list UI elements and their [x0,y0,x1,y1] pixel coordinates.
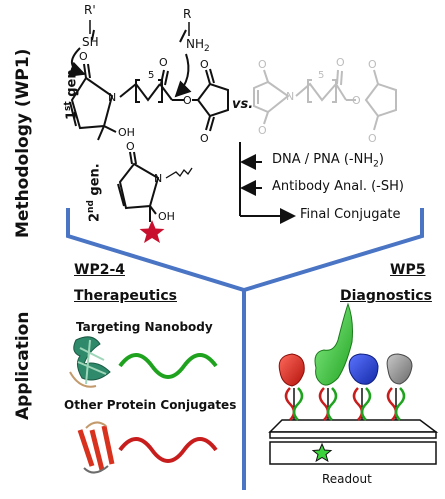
gen2-carbonyl-o: O [126,140,135,153]
readout-star-icon [311,442,333,463]
gen1-carbonyl-o: O [79,50,88,63]
gen2-oh: OH [158,210,175,223]
maleimide-bridge-o: O [352,94,361,107]
maleimide-ester-o: O [336,56,345,69]
antibody-label: Antibody Anal. (-SH) [272,179,404,194]
gen1-ester-o: O [159,56,168,69]
vs-label: vs. [232,97,253,112]
red-dna-strand [118,437,218,463]
thiol-label: SH [82,35,99,49]
gen1-oh: OH [118,126,135,139]
r-label: R [183,7,191,21]
gen2-molecule [117,151,193,222]
gen1-molecule [68,29,229,141]
diagnostics-wp-label: WP5 [390,262,426,278]
therapeutics-title: Therapeutics [74,288,177,304]
maleimide-chain-count: 5 [318,70,324,81]
maleimide-o1: O [258,58,267,71]
diagnostics-title: Diagnostics [340,288,432,304]
gen1-nhs-o2: O [200,132,209,145]
gen1-chain-count: 5 [148,70,154,81]
gen1-bridge-o: O [183,94,192,107]
star-icon [139,220,165,243]
maleimide-nhs-o2: O [368,132,377,145]
maleimide-reference [253,69,397,131]
amine-label: NH2 [186,37,210,54]
other-protein-label: Other Protein Conjugates [64,398,237,412]
readout-label: Readout [322,472,372,486]
helix-protein-icon [77,421,115,474]
maleimide-o2: O [258,124,267,137]
therapeutics-wp-label: WP2-4 [74,262,125,278]
diagnostic-array [268,302,439,465]
gen1-nhs-o1: O [200,58,209,71]
readout-box [269,441,437,465]
section-divider [66,208,424,490]
nanobody-protein-icon [69,336,111,388]
nanobody-label: Targeting Nanobody [76,320,213,334]
final-conjugate-label: Final Conjugate [300,207,401,222]
green-dna-strand [118,353,218,379]
gen1-ring-n: N [108,91,116,104]
maleimide-n: N [286,90,294,103]
maleimide-nhs-o1: O [368,58,377,71]
conjugation-flow [239,142,296,224]
dna-pna-label: DNA / PNA (-NH2) [272,152,384,170]
r-prime-label: R' [84,3,96,17]
gen2-ring-n: N [154,172,162,185]
